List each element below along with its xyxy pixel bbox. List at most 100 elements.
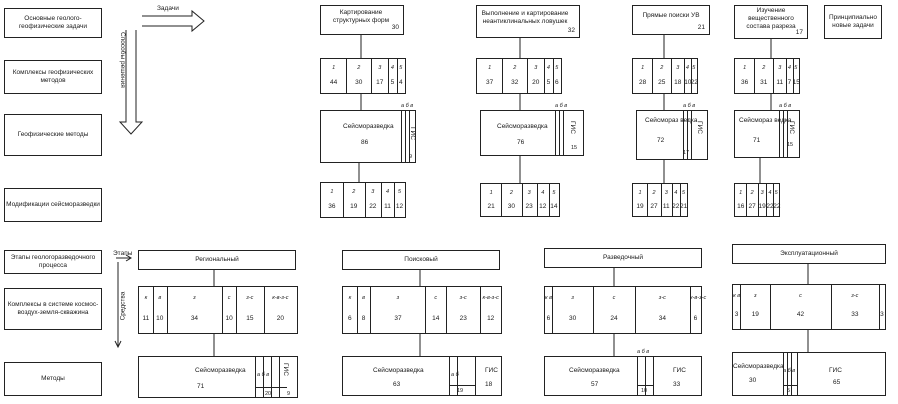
gis-label: ГИС [788, 121, 795, 134]
table-value-cell: 4 [398, 79, 403, 87]
task-name: Картирование структурных форм [332, 9, 390, 24]
table-value-cell: 30 [355, 79, 363, 87]
table-value-cell: 24 [610, 314, 618, 322]
row-label-text: Этапы геологоразведочного процесса [10, 254, 96, 269]
table-value-cell: 6 [554, 79, 559, 87]
arrow-label-ways: Способы решения [119, 32, 126, 88]
table-value-cell: 42 [796, 311, 805, 319]
table-value-cell: 10 [156, 314, 164, 322]
table-value-cell: 18 [674, 79, 682, 87]
row-label-methods: Геофизические методы [4, 114, 102, 156]
table-header-cell: 3 [778, 65, 782, 72]
table-value-cell: 5 [546, 79, 551, 87]
table-header-cell: 2 [660, 65, 664, 72]
table-value-cell: 12 [395, 203, 404, 211]
table-header-cell: к-в-з-с [482, 294, 499, 301]
table-value-cell: 22 [369, 203, 377, 211]
table-value-cell: 30 [568, 314, 577, 322]
table-header-cell: з [571, 294, 574, 301]
task-num: 30 [391, 24, 399, 31]
table-header-cell: к в [545, 294, 552, 301]
arrow-label-stages: Этапы [113, 250, 133, 257]
table-value-cell: 37 [394, 314, 402, 322]
table-value-cell: 14 [550, 203, 558, 211]
table-header-cell: 5 [692, 65, 696, 72]
method-box-2: Сейсморазведка 76 а б в ГИС 15 [480, 103, 584, 156]
table-value-cell: 12 [487, 314, 495, 322]
row-label-text: Основные геолого-геофизические задачи [18, 15, 88, 30]
gis-num: 33 [673, 381, 681, 388]
table-header-cell: з-с [459, 294, 467, 301]
table-header-cell: 2 [509, 189, 513, 196]
method-name: Сейсмораз ведка [739, 117, 792, 124]
bottom-method-box-2: Сейсморазведка 63 а б 19 ГИС 18 [342, 356, 502, 396]
table-value-cell: 44 [329, 79, 338, 87]
table-value-cell: 34 [658, 314, 666, 322]
gis-label: ГИС [673, 367, 686, 374]
task-box-direct: Прямые поиски УВ 21 [632, 5, 710, 35]
method-num: 71 [753, 137, 761, 144]
table-header-cell: 1 [332, 65, 336, 72]
table-header-cell: з-с [246, 294, 254, 301]
table-value-cell: 19 [758, 203, 766, 211]
table-header-cell: 3 [378, 65, 382, 72]
method-name: Сейсморазведка [373, 367, 424, 374]
table-header-cell: з-с [851, 292, 859, 299]
table-value-cell: 20 [276, 314, 284, 322]
table-header-cell: в [362, 294, 366, 301]
task-name: Выполнение и картирование неантиклинальн… [481, 10, 569, 25]
table-header-cell: 2 [352, 189, 356, 196]
table-header-cell: 1 [641, 65, 645, 72]
table-value-cell: 23 [459, 314, 467, 322]
row-label-modifications: Модификации сейсморазведки [4, 188, 102, 222]
table-value-cell: 11 [662, 203, 670, 211]
method-num: 63 [393, 381, 401, 388]
table-header-cell: 3 [760, 189, 764, 196]
row-label-text: Комплексы в системе космос-воздух-земля-… [7, 301, 99, 316]
method-name: Сейсморазведка [195, 367, 246, 374]
table-header-cell: 1 [330, 189, 334, 196]
stage-name: Разведочный [602, 254, 644, 261]
method-sub-label: а б в [683, 103, 696, 109]
method-box-3: Сейсмораз ведка 72 а б в ГИС 17 [636, 103, 708, 160]
table-value-cell: 22 [773, 203, 781, 211]
table-value-cell: 19 [636, 203, 644, 211]
gis-num: 15 [571, 145, 578, 151]
table-value-cell: 36 [328, 203, 336, 211]
table-header-cell: 2 [652, 189, 656, 196]
table-header-cell: к [144, 294, 148, 301]
table-value-cell: 20 [532, 79, 540, 87]
method-box-4: Сейсмораз ведка 71 а б в ГИС 15 [734, 103, 800, 158]
bottom-method-box-3: Сейсморазведка 57 а б в 10 ГИС 33 [544, 349, 702, 396]
table-value-cell: 7 [787, 79, 792, 87]
method-num: 72 [657, 137, 665, 144]
table-value-cell: 14 [432, 314, 440, 322]
method-num: 57 [591, 381, 599, 388]
table-value-cell: 11 [776, 79, 784, 87]
gis-label: ГИС [829, 367, 842, 374]
table-header-cell: 4 [685, 65, 689, 72]
table-value-cell: 15 [792, 79, 800, 87]
stage-box-search: Поисковый [342, 250, 500, 270]
gis-label: ГИС [569, 121, 576, 134]
table-header-cell: 3 [371, 189, 375, 196]
table-value-cell: 25 [658, 79, 666, 87]
method-sub-num: 5 [787, 388, 791, 394]
table-value-cell: 3 [880, 311, 884, 319]
method-sub-label: а б [451, 372, 459, 378]
table-value-cell: 19 [350, 203, 358, 211]
table-value-cell: 37 [485, 79, 494, 87]
table-header-cell: 1 [743, 65, 747, 72]
table-header-cell: 3 [676, 65, 680, 72]
stage-name: Эксплуатационный [780, 250, 838, 257]
table-header-cell: 2 [762, 65, 766, 72]
